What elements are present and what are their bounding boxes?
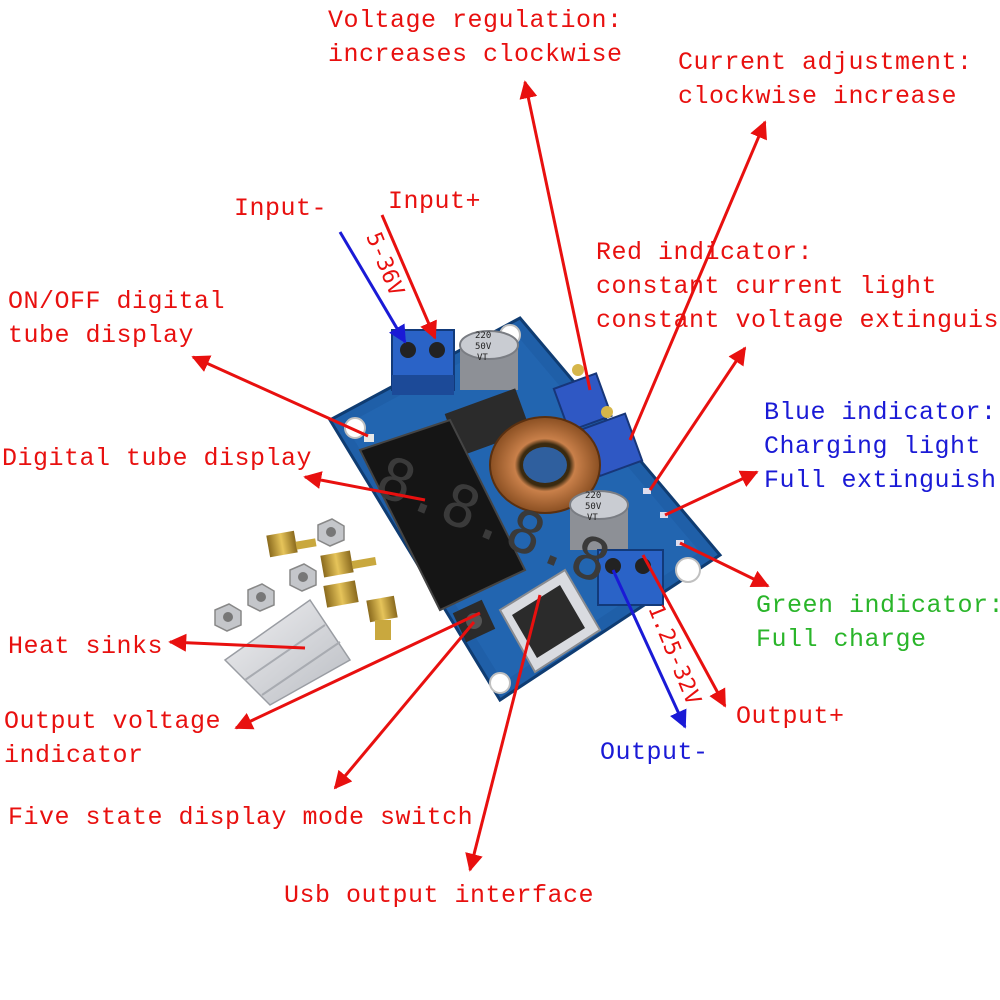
output-voltage-indicator-label: Output voltage indicator bbox=[4, 707, 222, 770]
led-blue bbox=[660, 512, 668, 518]
input-voltage-range: 5-36V bbox=[360, 229, 408, 300]
onoff-led bbox=[364, 434, 374, 442]
capacitor-text: VT bbox=[477, 353, 488, 363]
heat-sink bbox=[223, 598, 352, 706]
arrow-green-indicator bbox=[679, 541, 770, 588]
hex-nuts bbox=[214, 518, 345, 632]
usb-port bbox=[498, 568, 602, 674]
input-plus-label: Input+ bbox=[388, 187, 482, 216]
output-plus-label: Output+ bbox=[736, 702, 845, 731]
red-indicator-label: Red indicator: constant current light co… bbox=[596, 238, 1000, 335]
mode-switch-label: Five state display mode switch bbox=[8, 803, 474, 832]
digital-tube-label: Digital tube display bbox=[2, 444, 313, 473]
blue-indicator-label: Blue indicator: Charging light Full exti… bbox=[764, 398, 997, 495]
current-adjustment-label: Current adjustment: clockwise increase bbox=[678, 48, 973, 111]
mount-hole bbox=[675, 557, 701, 583]
arrow-digital-tube bbox=[303, 471, 426, 502]
capacitor-text: 50V bbox=[475, 342, 492, 352]
capacitor-text: 220 bbox=[475, 331, 491, 341]
arrow-input-plus bbox=[380, 214, 437, 340]
green-indicator-label: Green indicator: Full charge bbox=[756, 591, 1000, 654]
arrow-current-adjustment bbox=[628, 120, 767, 441]
arrow-output-voltage-indicator bbox=[234, 611, 481, 730]
arrow-red-indicator bbox=[648, 346, 747, 491]
voltage-regulation-label: Voltage regulation: increases clockwise bbox=[328, 6, 623, 69]
input-minus-label: Input- bbox=[234, 194, 328, 223]
arrow-output-minus bbox=[611, 569, 687, 729]
brass-standoffs bbox=[266, 530, 398, 640]
regulator-ic bbox=[444, 388, 531, 457]
input-capacitor: 220 50V VT bbox=[459, 330, 519, 390]
heat-sinks-label: Heat sinks bbox=[8, 632, 164, 661]
arrow-usb-output bbox=[465, 594, 542, 872]
capacitor-text: 50V bbox=[585, 502, 602, 512]
arrow-on-off-display bbox=[191, 355, 369, 438]
capacitor-text: 220 bbox=[585, 491, 601, 501]
on-off-display-label: ON/OFF digital tube display bbox=[8, 287, 226, 350]
arrow-mode-switch bbox=[333, 621, 476, 790]
annotation-arrows bbox=[168, 80, 770, 872]
capacitor-text: VT bbox=[587, 513, 598, 523]
arrow-output-plus bbox=[641, 554, 727, 708]
output-terminal bbox=[597, 549, 664, 606]
input-terminal bbox=[391, 329, 455, 395]
arrow-heat-sinks bbox=[168, 633, 306, 652]
mount-hole bbox=[489, 672, 511, 694]
output-minus-label: Output- bbox=[600, 738, 709, 767]
usb-output-label: Usb output interface bbox=[284, 881, 595, 910]
arrow-input-minus bbox=[338, 231, 407, 344]
arrow-voltage-regulation bbox=[519, 80, 592, 391]
output-capacitor: 220 50V VT bbox=[569, 490, 629, 550]
arrow-blue-indicator bbox=[664, 470, 759, 517]
inductor-coil bbox=[489, 416, 601, 514]
led-red bbox=[643, 488, 651, 494]
